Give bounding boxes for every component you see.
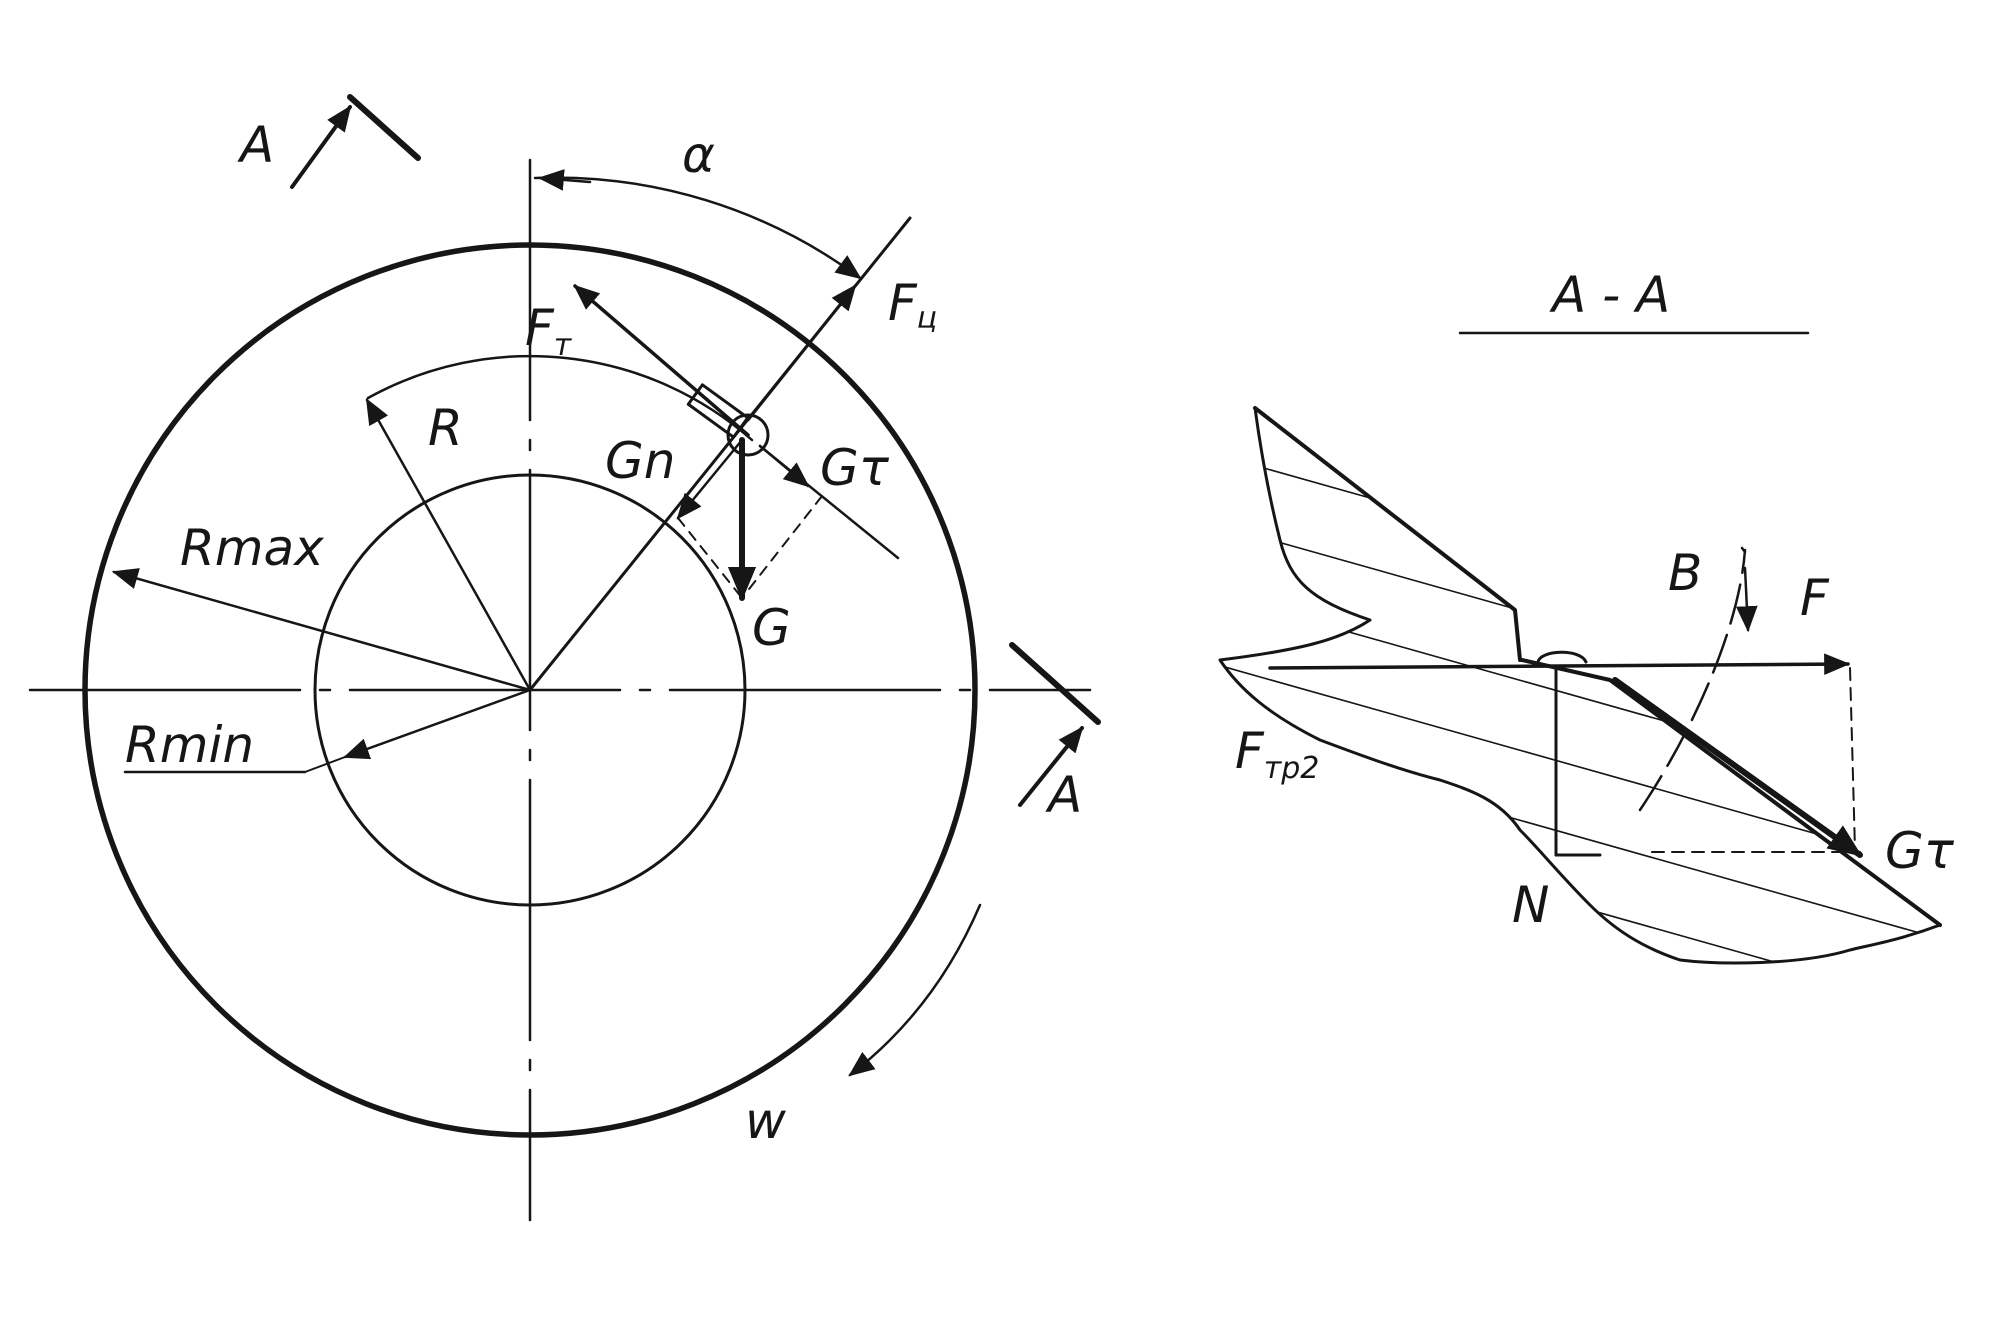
gravity-tangent-dash bbox=[741, 495, 823, 599]
section-particle bbox=[1536, 650, 1588, 664]
section-label-bottom: A bbox=[1045, 766, 1082, 824]
force-f-dash bbox=[1849, 667, 1856, 851]
gravity-tangent-label: Gτ bbox=[820, 439, 890, 497]
section-label-top: A bbox=[237, 116, 274, 174]
section-title: A - A bbox=[1549, 266, 1670, 324]
friction-section-label: Fтр2 bbox=[1235, 722, 1319, 786]
alpha-label: α bbox=[682, 126, 715, 184]
beta-arc bbox=[1638, 548, 1747, 812]
angular-velocity-label: w bbox=[745, 1092, 786, 1150]
section-view: A - A B F bbox=[1218, 266, 1955, 965]
plan-view: A A α Fц Fт R Rmax Rmin Gn Gτ G w bbox=[28, 94, 1101, 1222]
rotation-arc bbox=[848, 903, 982, 1077]
radius-r-line bbox=[365, 398, 532, 692]
gravity-normal-dash bbox=[677, 517, 743, 599]
radius-max-label: Rmax bbox=[180, 519, 324, 577]
alpha-arc bbox=[533, 176, 862, 280]
section-outline-wavy bbox=[1218, 406, 1942, 965]
centrifugal-force-label: Fц bbox=[888, 274, 937, 336]
radius-min-label: Rmin bbox=[125, 716, 254, 774]
section-hatching bbox=[1220, 408, 1940, 963]
centrifugal-force-arrow bbox=[746, 284, 857, 422]
force-f-arrow bbox=[1268, 653, 1851, 675]
particle-center bbox=[726, 413, 770, 457]
inner-circle bbox=[313, 473, 747, 907]
section-mark-top bbox=[290, 94, 421, 189]
radius-r-label: R bbox=[428, 399, 463, 457]
gravity-label: G bbox=[752, 599, 791, 657]
beta-arrow bbox=[1736, 566, 1758, 633]
alpha-arrow-start bbox=[537, 169, 592, 191]
normal-label: N bbox=[1512, 876, 1549, 934]
gravity-tangent-section-arrow bbox=[1612, 677, 1863, 858]
friction-force-label: Fт bbox=[525, 299, 573, 363]
particle-path-arc bbox=[366, 354, 754, 442]
radius-min-leader bbox=[304, 756, 346, 773]
section-mark-bottom bbox=[1009, 642, 1101, 807]
beta-arrow-top bbox=[1740, 546, 1747, 554]
gravity-tangent-arrow bbox=[758, 444, 810, 488]
beta-label: B bbox=[1668, 544, 1702, 602]
radius-max-line bbox=[111, 568, 532, 692]
outer-circle bbox=[82, 242, 978, 1138]
force-f-label: F bbox=[1800, 569, 1830, 627]
gravity-tangent-section-label: Gτ bbox=[1885, 822, 1955, 880]
radius-min-line bbox=[342, 688, 532, 760]
friction-force-arrow bbox=[573, 284, 750, 437]
gravity-normal-arrow bbox=[676, 438, 744, 520]
section-outline bbox=[1253, 406, 1942, 927]
gravity-normal-label: Gn bbox=[605, 432, 675, 490]
